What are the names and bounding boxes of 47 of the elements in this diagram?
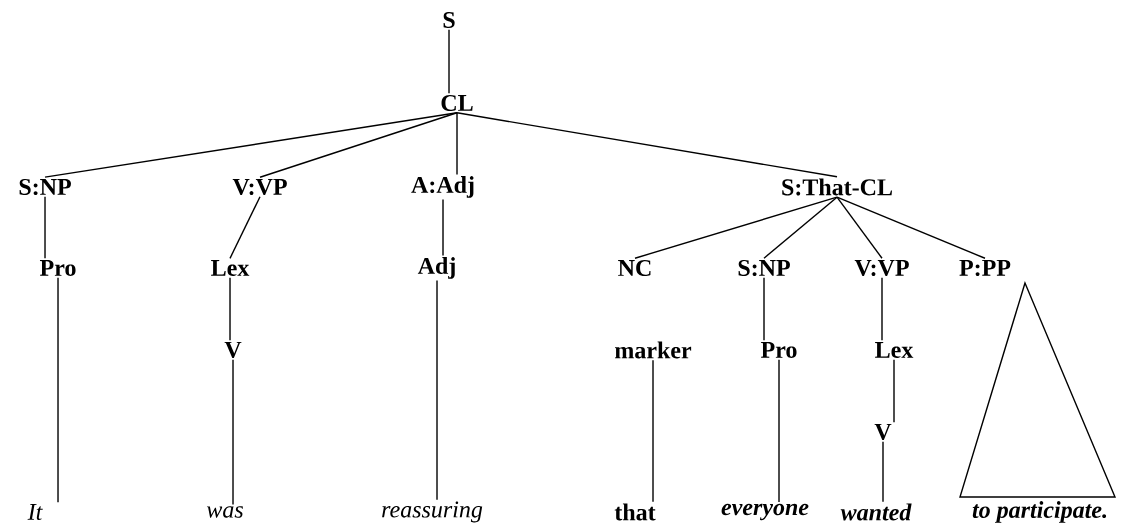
tree-node-label: S:That-CL	[782, 178, 892, 196]
leaf-word: to participate.	[972, 501, 1107, 523]
tree-node-label: Lex	[211, 260, 250, 276]
tree-node-label: CL	[441, 94, 473, 112]
branch-line	[456, 112, 458, 176]
branch-line	[763, 196, 838, 259]
branch-line	[229, 276, 231, 341]
tree-node-label: V:VP	[854, 259, 909, 277]
leaf-word: everyone	[721, 503, 809, 521]
tree-node-label: Pro	[40, 260, 76, 276]
branch-line	[44, 196, 46, 259]
branch-line	[456, 112, 838, 178]
branch-line	[652, 359, 654, 503]
tree-node-label: Lex	[875, 342, 914, 358]
branch-line	[57, 276, 59, 503]
branch-line	[882, 441, 884, 503]
tree-node-label: S:NP	[738, 259, 790, 277]
tree-node-label: V	[224, 341, 242, 358]
branch-line	[836, 196, 883, 259]
branch-line	[229, 196, 261, 259]
leaf-word: that	[614, 503, 656, 521]
leaf-word: It	[27, 504, 43, 520]
branch-line	[881, 277, 883, 341]
leaf-word: reassuring	[382, 501, 483, 523]
branch-line	[893, 358, 895, 423]
branch-line	[763, 277, 765, 341]
leaf-word: was	[206, 506, 243, 518]
tree-node-label: P:PP	[959, 259, 1011, 276]
branch-line	[436, 279, 438, 501]
tree-node-label: Adj	[417, 257, 455, 279]
branch-line	[836, 196, 986, 259]
tree-node-label: V	[874, 423, 892, 440]
tree-node-label: Pro	[760, 342, 797, 358]
branch-line	[634, 196, 838, 259]
branch-line	[44, 112, 458, 178]
tree-node-label: NC	[618, 259, 651, 277]
tree-node-label: S:NP	[19, 178, 71, 196]
branch-line	[259, 112, 458, 178]
branch-line	[778, 358, 780, 503]
tree-node-label: S	[443, 11, 455, 29]
branch-line	[232, 359, 234, 506]
branch-line	[442, 198, 444, 257]
tree-node-label: marker	[615, 341, 692, 359]
branch-line	[448, 29, 450, 94]
leaf-word: wanted	[840, 503, 912, 521]
tree-node-label: V:VP	[232, 178, 287, 196]
tree-node-label: A:Adj	[411, 176, 474, 198]
